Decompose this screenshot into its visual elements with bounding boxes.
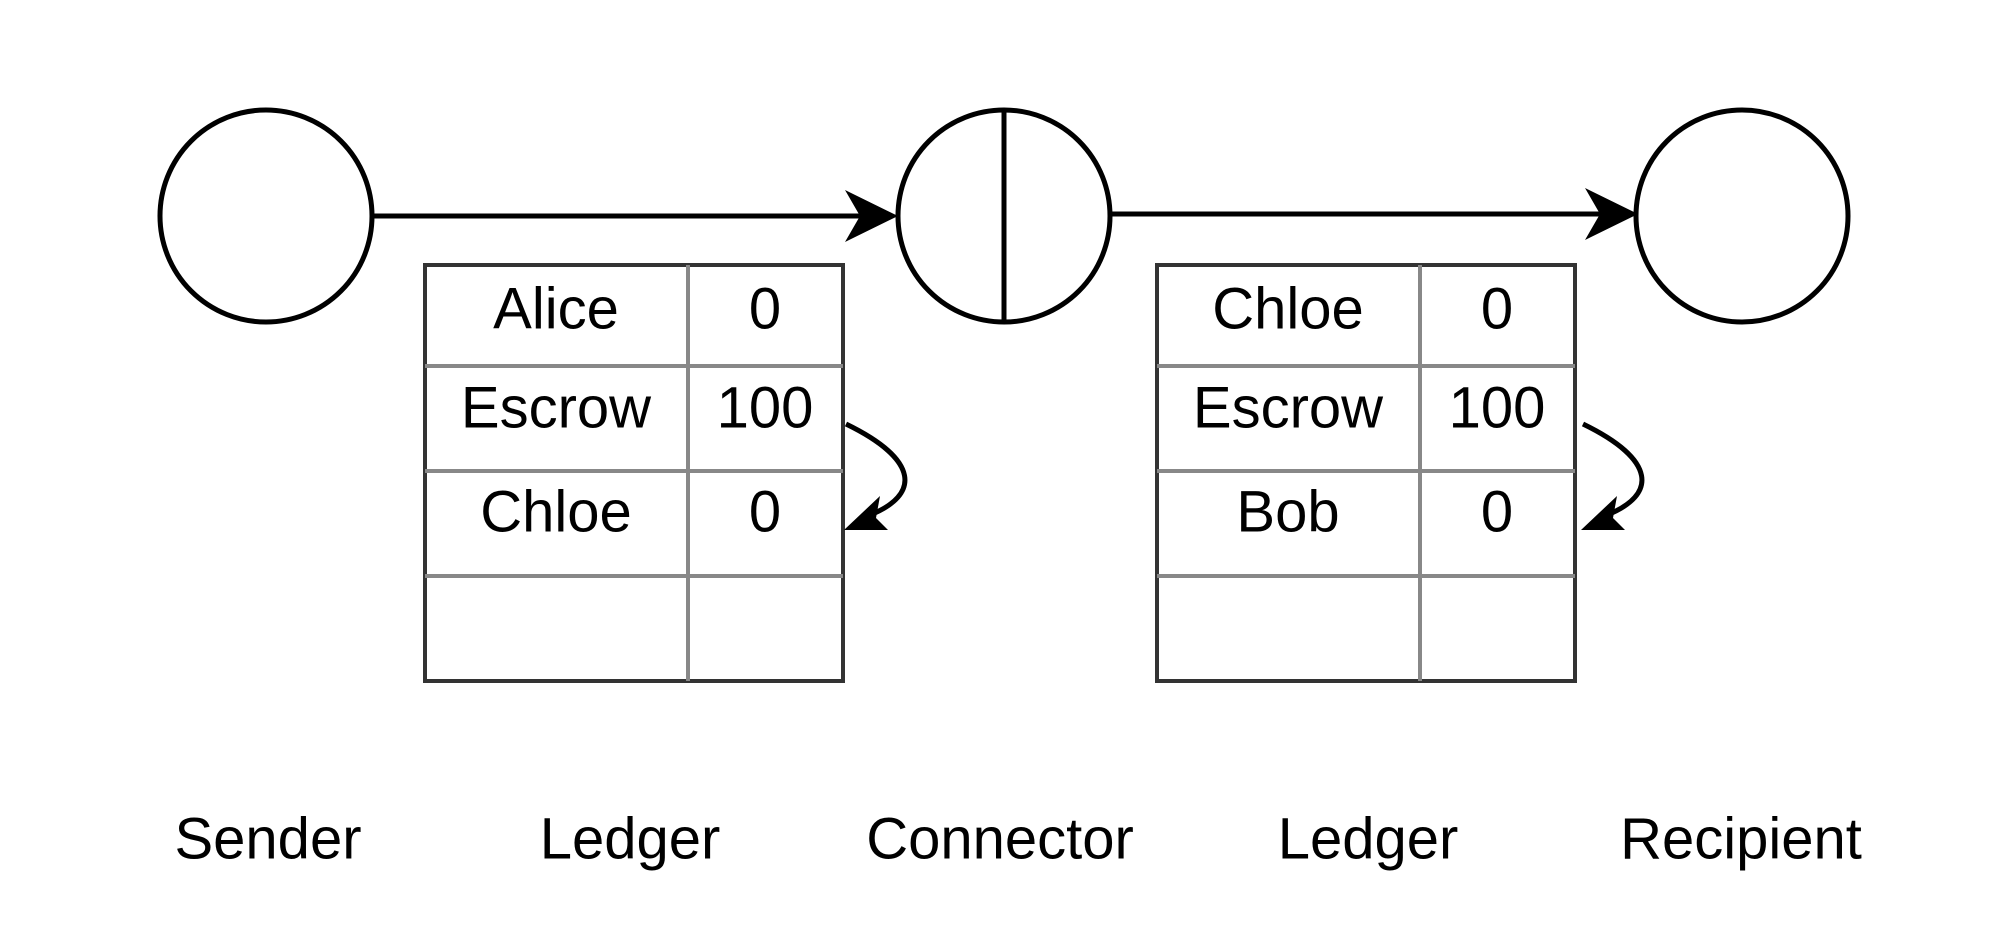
ledger-1-row-1-balance: 0	[749, 276, 781, 341]
ledger-2-row-2-balance: 100	[1449, 375, 1546, 440]
arrow-sender-to-connector	[372, 190, 898, 242]
sender-label: Sender	[174, 806, 361, 871]
ledger-2-label: Ledger	[1278, 806, 1459, 871]
ledger-1-row-3-balance: 0	[749, 479, 781, 544]
ledger-2-row-3-balance: 0	[1481, 479, 1513, 544]
ledger-1-label: Ledger	[540, 806, 721, 871]
ledger-2-row-3-account: Bob	[1236, 479, 1339, 544]
ledger-2-transfer-arrow	[1581, 421, 1645, 530]
arrow-connector-to-recipient	[1110, 188, 1638, 240]
sender-node	[157, 107, 375, 325]
recipient-node	[1633, 107, 1851, 325]
connector-node	[895, 107, 1113, 325]
ledger-1-transfer-arrow	[844, 421, 908, 530]
recipient-label: Recipient	[1620, 806, 1862, 871]
ledger-2-row-1-account: Chloe	[1212, 276, 1364, 341]
ledger-table-1: Alice 0 Escrow 100 Chloe 0	[423, 263, 845, 683]
ledger-1-row-2-balance: 100	[717, 375, 814, 440]
connector-label: Connector	[866, 806, 1134, 871]
ledger-1-row-1-account: Alice	[493, 276, 619, 341]
ledger-2-row-2-account: Escrow	[1193, 375, 1384, 440]
ledger-2-row-1-balance: 0	[1481, 276, 1513, 341]
ledger-1-row-2-account: Escrow	[461, 375, 652, 440]
ledger-table-2: Chloe 0 Escrow 100 Bob 0	[1155, 263, 1577, 683]
ledger-1-row-3-account: Chloe	[480, 479, 632, 544]
